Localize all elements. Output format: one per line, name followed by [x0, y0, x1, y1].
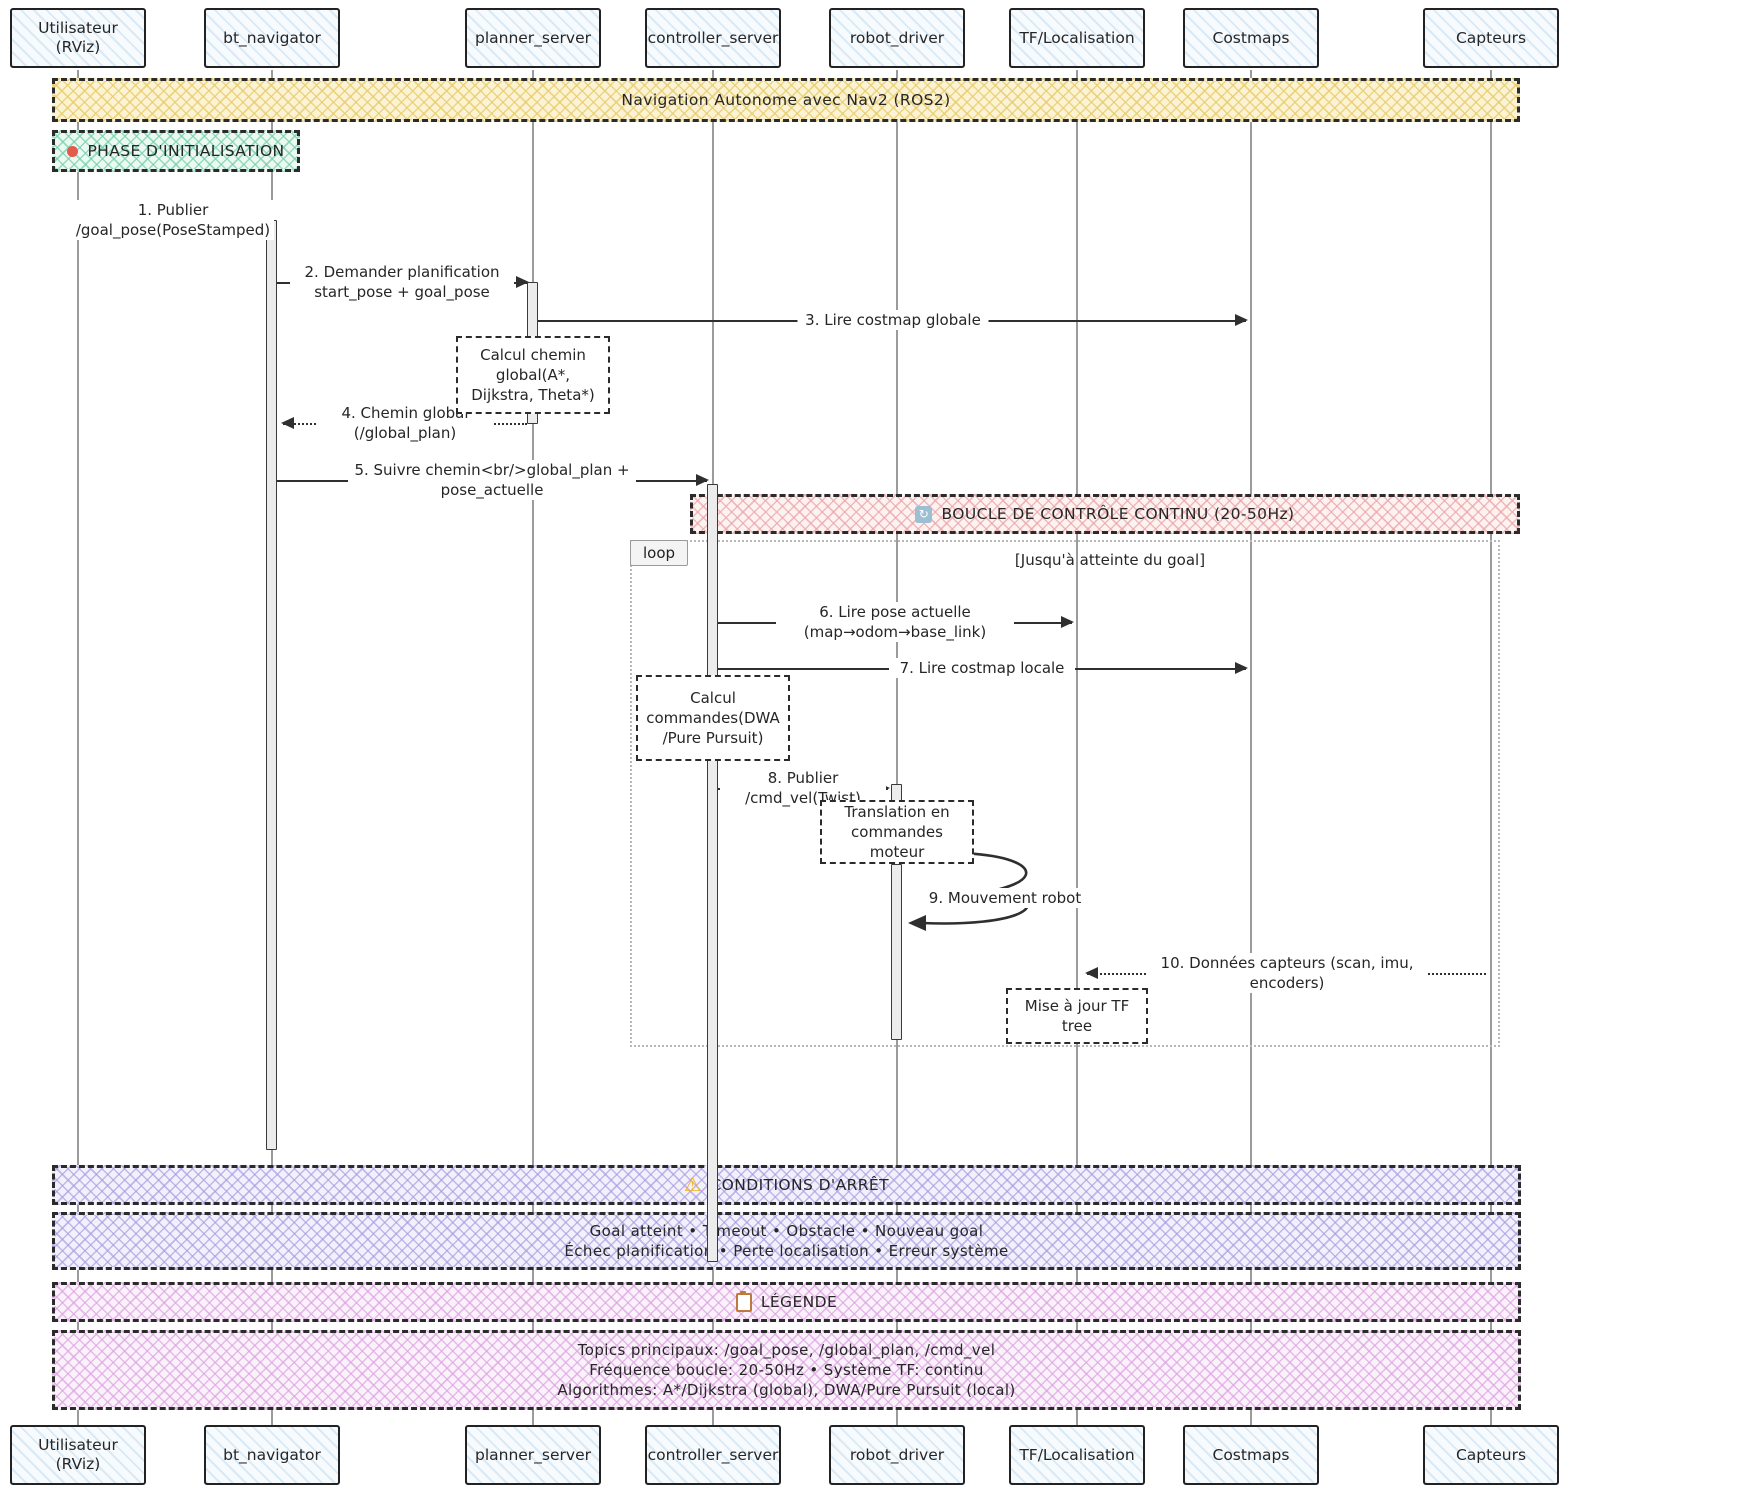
actor-bottom-planner-server: planner_server	[465, 1425, 601, 1485]
arrowhead-right-icon	[1235, 662, 1248, 674]
actor-bottom-utilisateur: Utilisateur (RViz)	[10, 1425, 146, 1485]
actor-bottom-tf-localisation: TF/Localisation	[1009, 1425, 1145, 1485]
actor-bottom-controller-server: controller_server	[645, 1425, 781, 1485]
legend-title: LÉGENDE	[760, 1293, 838, 1311]
actor-top-robot-driver: robot_driver	[829, 8, 965, 68]
actor-bottom-robot-driver: robot_driver	[829, 1425, 965, 1485]
warning-icon: ⚠	[684, 1173, 702, 1196]
actor-top-tf-localisation: TF/Localisation	[1009, 8, 1145, 68]
lifeline-costmaps	[1250, 70, 1252, 1425]
control-loop-banner: ↻ BOUCLE DE CONTRÔLE CONTINU (20-50Hz)	[690, 494, 1520, 534]
arrowhead-right-icon	[1235, 314, 1248, 326]
legend-line2: Fréquence boucle: 20-50Hz • Système TF: …	[589, 1360, 984, 1379]
activation-bt-navigator	[266, 220, 277, 1150]
activation-robot-driver	[891, 864, 902, 1040]
note-translation-moteur: Translation en commandes moteur	[820, 800, 974, 864]
actor-bottom-bt-navigator: bt_navigator	[204, 1425, 340, 1485]
legend-banner: LÉGENDE	[52, 1282, 1521, 1322]
title-banner: Navigation Autonome avec Nav2 (ROS2)	[52, 78, 1520, 122]
init-phase-title: PHASE D'INITIALISATION	[87, 142, 285, 160]
note-calcul-commandes: Calcul commandes(DWA/Pure Pursuit)	[636, 675, 790, 761]
message-label: 1. Publier /goal_pose(PoseStamped)	[72, 200, 274, 240]
stop-conditions-line1: Goal atteint • Timeout • Obstacle • Nouv…	[589, 1221, 984, 1240]
stop-conditions-line2: Échec planification • Perte localisation…	[564, 1241, 1009, 1260]
loop-condition: [Jusqu'à atteinte du goal]	[1014, 551, 1206, 569]
lifeline-planner-server	[532, 70, 534, 1425]
stop-conditions-banner: ⚠ CONDITIONS D'ARRÊT	[52, 1165, 1521, 1205]
message-label: 6. Lire pose actuelle (map→odom→base_lin…	[776, 602, 1014, 642]
red-dot-icon	[67, 145, 79, 157]
lifeline-utilisateur	[77, 70, 79, 1425]
clipboard-icon	[735, 1290, 752, 1312]
loop-tag: loop	[630, 540, 689, 566]
actor-top-utilisateur: Utilisateur (RViz)	[10, 8, 146, 68]
actor-top-costmaps: Costmaps	[1183, 8, 1319, 68]
control-loop-title: BOUCLE DE CONTRÔLE CONTINU (20-50Hz)	[941, 505, 1295, 523]
lifeline-capteurs	[1490, 70, 1492, 1425]
legend-line1: Topics principaux: /goal_pose, /global_p…	[577, 1340, 996, 1359]
loop-frame	[630, 540, 1500, 1047]
note-calcul-chemin: Calcul chemin global(A*, Dijkstra, Theta…	[456, 336, 610, 414]
init-phase-banner: PHASE D'INITIALISATION	[52, 130, 300, 172]
message-label: 5. Suivre chemin<br/>global_plan + pose_…	[348, 460, 636, 500]
message-label: 7. Lire costmap locale	[889, 658, 1075, 678]
stop-conditions-box: Goal atteint • Timeout • Obstacle • Nouv…	[52, 1212, 1521, 1270]
note-mise-a-jour-tf: Mise à jour TF tree	[1006, 988, 1148, 1044]
message-label: 3. Lire costmap globale	[797, 310, 989, 330]
legend-line3: Algorithmes: A*/Dijkstra (global), DWA/P…	[557, 1380, 1016, 1399]
message-label: 10. Données capteurs (scan, imu, encoder…	[1146, 953, 1428, 993]
activation-controller-server	[707, 484, 718, 1262]
loop-refresh-icon: ↻	[915, 505, 933, 523]
actor-bottom-costmaps: Costmaps	[1183, 1425, 1319, 1485]
arrowhead-right-icon	[1061, 616, 1074, 628]
arrowhead-left-icon	[281, 417, 294, 429]
lifeline-tf-localisation	[1076, 70, 1078, 1425]
actor-top-controller-server: controller_server	[645, 8, 781, 68]
arrowhead-right-icon	[516, 276, 529, 288]
message-label: 9. Mouvement robot	[917, 888, 1093, 908]
arrowhead-left-icon	[1085, 967, 1098, 979]
arrowhead-right-icon	[696, 474, 709, 486]
actor-top-bt-navigator: bt_navigator	[204, 8, 340, 68]
legend-box: Topics principaux: /goal_pose, /global_p…	[52, 1330, 1521, 1410]
message-label: 2. Demander planification start_pose + g…	[290, 262, 514, 302]
actor-bottom-capteurs: Capteurs	[1423, 1425, 1559, 1485]
stop-conditions-title: CONDITIONS D'ARRÊT	[710, 1176, 889, 1194]
actor-top-planner-server: planner_server	[465, 8, 601, 68]
actor-top-capteurs: Capteurs	[1423, 8, 1559, 68]
lifeline-robot-driver	[896, 70, 898, 1425]
diagram-title: Navigation Autonome avec Nav2 (ROS2)	[621, 91, 951, 109]
